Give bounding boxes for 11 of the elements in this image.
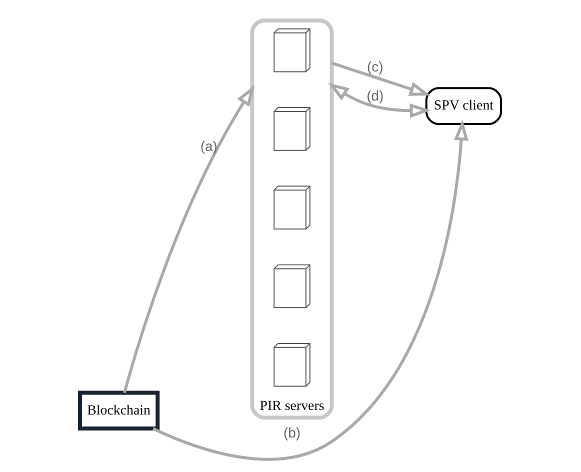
arrow bbox=[123, 85, 255, 394]
arrow bbox=[331, 62, 430, 96]
node-box: SPV client bbox=[425, 87, 502, 125]
edge-label: (a) bbox=[200, 138, 218, 154]
cluster: PIR servers bbox=[250, 18, 334, 420]
edge-label: (d) bbox=[366, 87, 384, 104]
edge-label: (b) bbox=[283, 424, 300, 441]
arrow bbox=[152, 120, 469, 461]
edge-label: (c) bbox=[366, 58, 384, 74]
arrow bbox=[328, 82, 431, 118]
node-box: Blockchain bbox=[78, 390, 160, 431]
